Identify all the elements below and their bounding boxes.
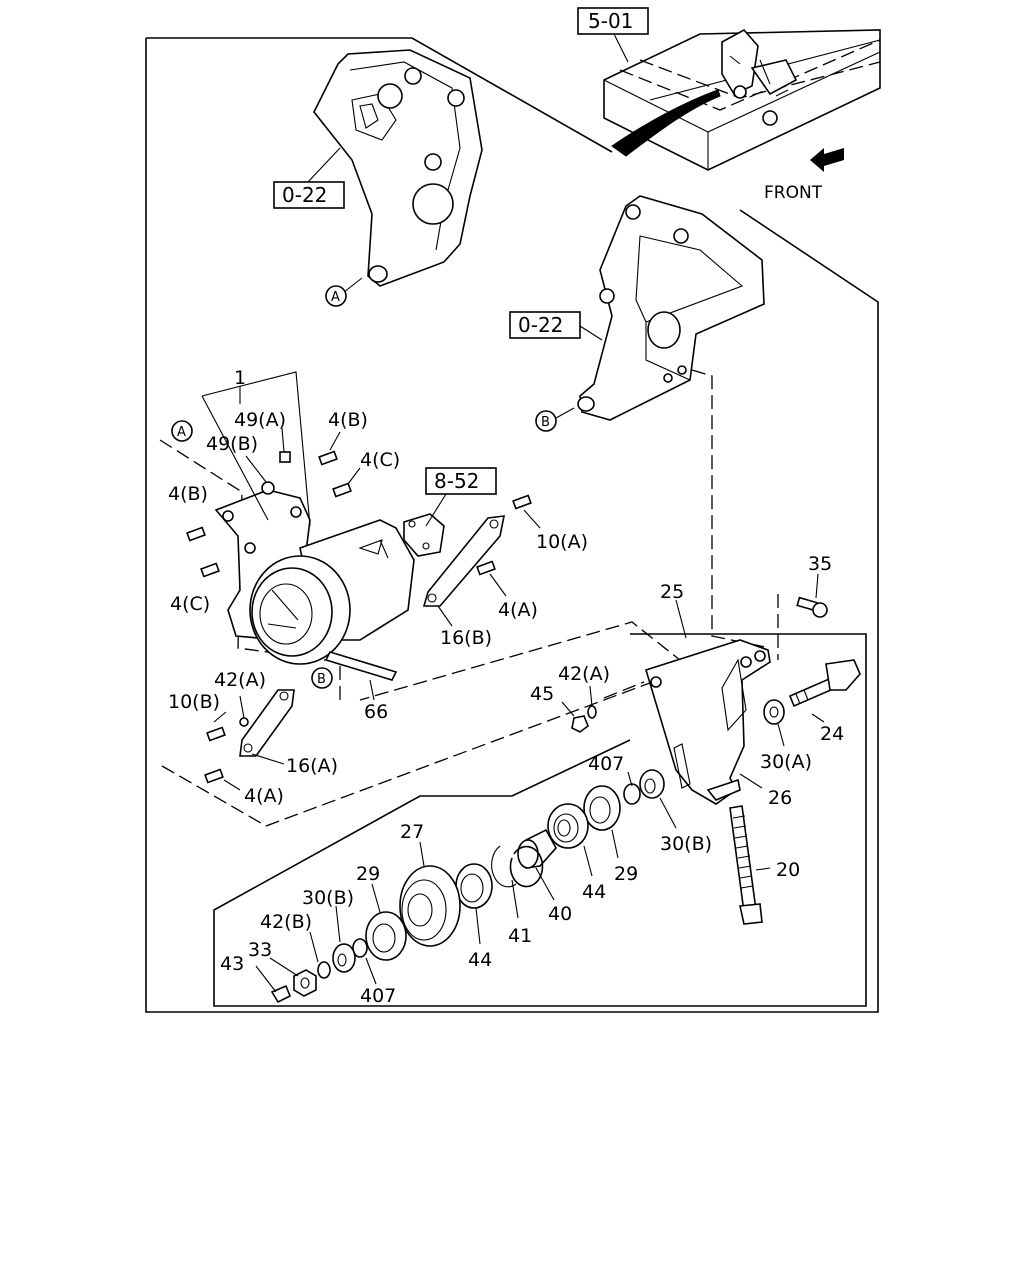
adjuster-bar-16b <box>422 515 506 607</box>
svg-text:8-52: 8-52 <box>434 469 479 493</box>
ref-box-8-52: 8-52 <box>425 467 497 527</box>
bolt-icons-compressor <box>186 450 532 784</box>
label-30b-right: 30(B) <box>660 833 712 855</box>
mounting-bracket-upper <box>313 49 483 293</box>
label-44-left: 44 <box>468 949 492 971</box>
frame-rail-illustration <box>603 28 881 171</box>
label-10a: 10(A) <box>536 531 588 553</box>
svg-text:5-01: 5-01 <box>588 9 633 33</box>
label-1: 1 <box>234 367 246 389</box>
label-27: 27 <box>400 821 424 843</box>
ref-box-0-22-upper: 0-22 <box>273 147 345 209</box>
circle-marker-a-left: A <box>171 420 193 442</box>
label-4c-top: 4(C) <box>360 449 400 471</box>
idler-pulley-stack <box>270 769 665 1004</box>
label-24: 24 <box>820 723 844 745</box>
adjust-bolt-20 <box>729 805 763 925</box>
label-4b-top: 4(B) <box>328 409 368 431</box>
bolt-35 <box>796 596 828 618</box>
svg-text:0-22: 0-22 <box>282 183 327 207</box>
ref-box-0-22-right: 0-22 <box>509 311 603 341</box>
label-40: 40 <box>548 903 572 925</box>
label-4a-right: 4(A) <box>498 599 538 621</box>
svg-text:A: A <box>177 425 186 440</box>
label-29-right: 29 <box>614 863 638 885</box>
callout-lines-pulley <box>255 573 825 993</box>
label-26: 26 <box>768 787 792 809</box>
label-43: 43 <box>220 953 244 975</box>
ref-box-5-01: 5-01 <box>577 7 649 63</box>
svg-text:0-22: 0-22 <box>518 313 563 337</box>
label-29-left: 29 <box>356 863 380 885</box>
label-20: 20 <box>776 859 800 881</box>
label-407-bottom: 407 <box>360 985 396 1007</box>
label-407-top: 407 <box>588 753 624 775</box>
label-42b: 42(B) <box>260 911 312 933</box>
circle-marker-a-top: A <box>325 285 347 307</box>
label-16b: 16(B) <box>440 627 492 649</box>
front-label: FRONT <box>764 183 823 203</box>
label-49b: 49(B) <box>206 433 258 455</box>
front-arrow-icon <box>810 148 844 172</box>
bolt-24 <box>788 659 861 708</box>
label-4b-left: 4(B) <box>168 483 208 505</box>
label-35: 35 <box>808 553 832 575</box>
svg-text:B: B <box>541 415 550 430</box>
label-10b: 10(B) <box>168 691 220 713</box>
label-66: 66 <box>364 701 388 723</box>
adjuster-bar-16a <box>239 689 295 757</box>
label-42a-right: 42(A) <box>558 663 610 685</box>
callout-lines-compressor <box>201 371 541 791</box>
circle-marker-b-left: B <box>311 667 333 689</box>
label-44-right: 44 <box>582 881 606 903</box>
label-49a: 49(A) <box>234 409 286 431</box>
label-42a-left: 42(A) <box>214 669 266 691</box>
outer-frame <box>145 37 879 1013</box>
mounting-bracket-right <box>555 195 765 421</box>
label-33: 33 <box>248 939 272 961</box>
label-4a-bottom: 4(A) <box>244 785 284 807</box>
label-25: 25 <box>660 581 684 603</box>
part-labels: 1 49(A) 49(B) 4(B) 4(C) 4(B) 4(C) 10(A) … <box>168 367 844 1007</box>
pulley-detail-frame <box>213 633 867 1007</box>
washer-30a <box>763 699 785 725</box>
tensioner-bracket <box>645 639 771 805</box>
compressor-assembly <box>214 489 445 681</box>
label-45: 45 <box>530 683 554 705</box>
nut-45 <box>571 705 597 733</box>
circle-marker-b-right: B <box>535 410 557 432</box>
label-30a: 30(A) <box>760 751 812 773</box>
label-4c-left: 4(C) <box>170 593 210 615</box>
label-41: 41 <box>508 925 532 947</box>
svg-text:B: B <box>317 672 326 687</box>
label-16a: 16(A) <box>286 755 338 777</box>
label-30b-left: 30(B) <box>302 887 354 909</box>
svg-text:A: A <box>331 290 340 305</box>
